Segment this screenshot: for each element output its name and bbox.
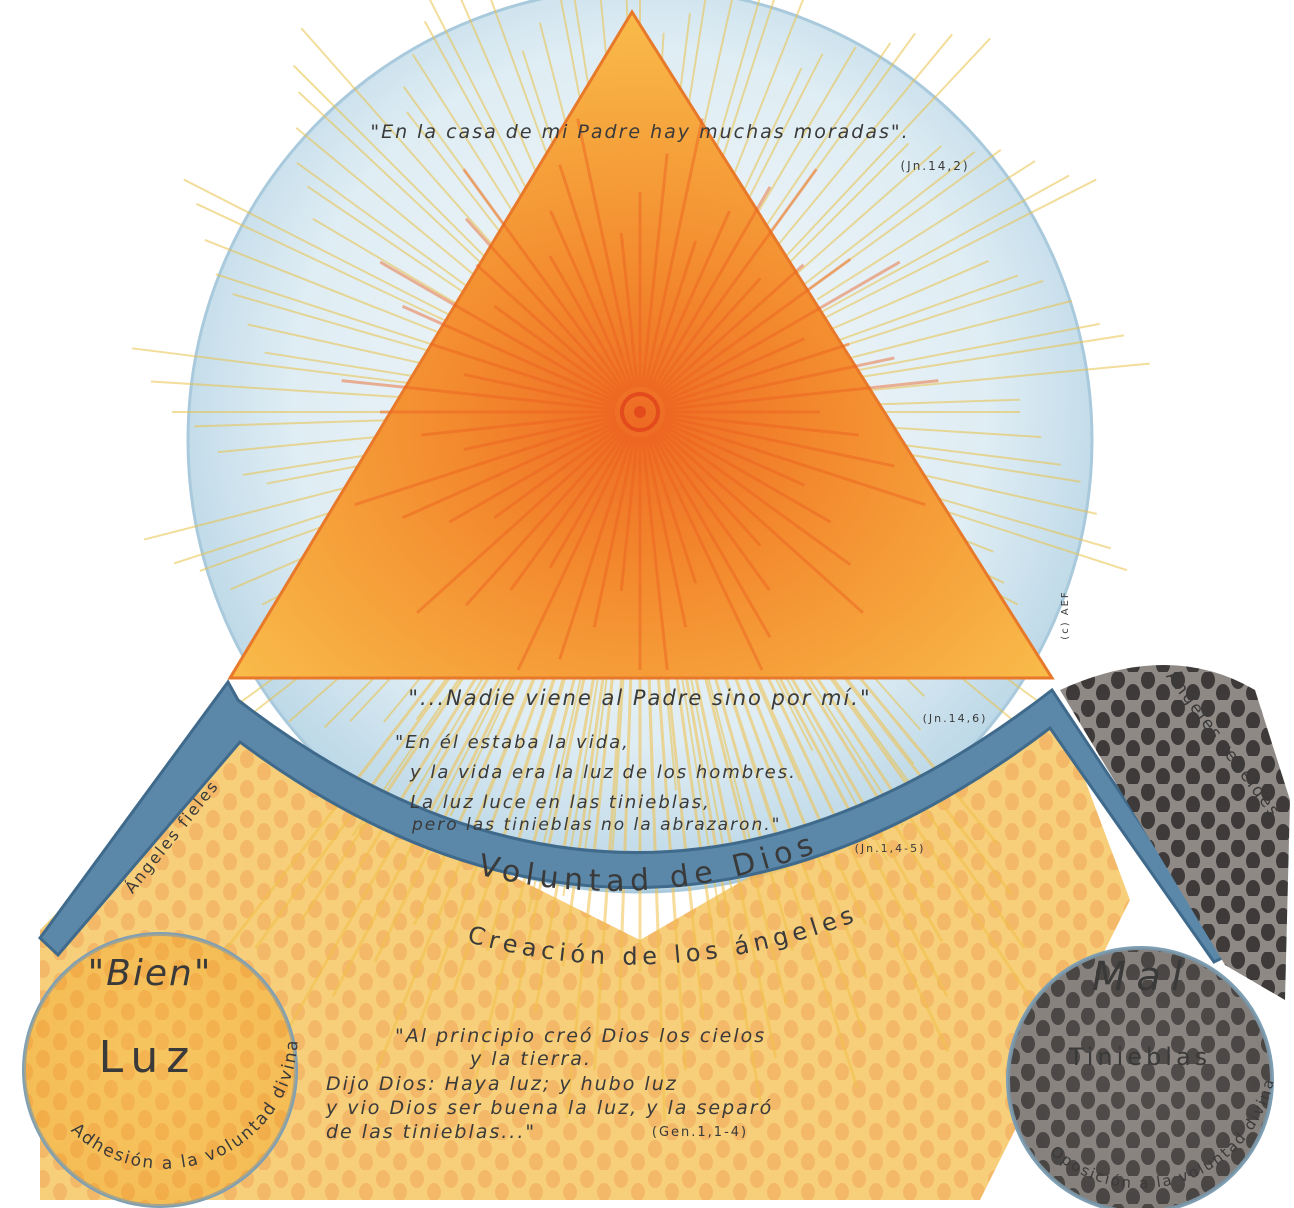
bottom-quote-reference: (Gen.1,1-4) xyxy=(652,1125,748,1140)
darkness-subtitle: Tinieblas xyxy=(1068,1043,1211,1071)
middle-quote-ref2: (Jn.1,4-5) xyxy=(855,842,926,855)
middle-quote-ref1: (Jn.14,6) xyxy=(923,712,988,725)
middle-quote-line1: "...Nadie viene al Padre sino por mí." xyxy=(408,686,871,710)
bottom-quote-line3: Dijo Dios: Haya luz; y hubo luz xyxy=(326,1073,678,1095)
middle-quote-line4: La luz luce en las tinieblas, xyxy=(410,792,711,813)
bottom-quote-line1: "Al principio creó Dios los cielos xyxy=(395,1025,766,1047)
signature: (c) AEF xyxy=(1060,590,1071,639)
bottom-quote-line5: de las tinieblas..." xyxy=(326,1121,536,1143)
top-quote: "En la casa de mi Padre hay muchas morad… xyxy=(370,121,909,143)
light-subtitle: Luz xyxy=(99,1032,198,1083)
middle-quote-line2: "En él estaba la vida, xyxy=(395,732,630,753)
eye-dot xyxy=(634,406,646,418)
top-quote-reference: (Jn.14,2) xyxy=(900,159,969,173)
middle-quote-line5: pero las tinieblas no la abrazaron." xyxy=(411,815,781,835)
bottom-quote-line4: y vio Dios ser buena la luz, y la separó xyxy=(325,1097,773,1119)
good-title: "Bien" xyxy=(88,953,213,994)
bottom-quote-line2: y la tierra. xyxy=(469,1048,592,1070)
evil-title: Mal xyxy=(1092,954,1192,1000)
middle-quote-line3: y la vida era la luz de los hombres. xyxy=(409,762,797,783)
